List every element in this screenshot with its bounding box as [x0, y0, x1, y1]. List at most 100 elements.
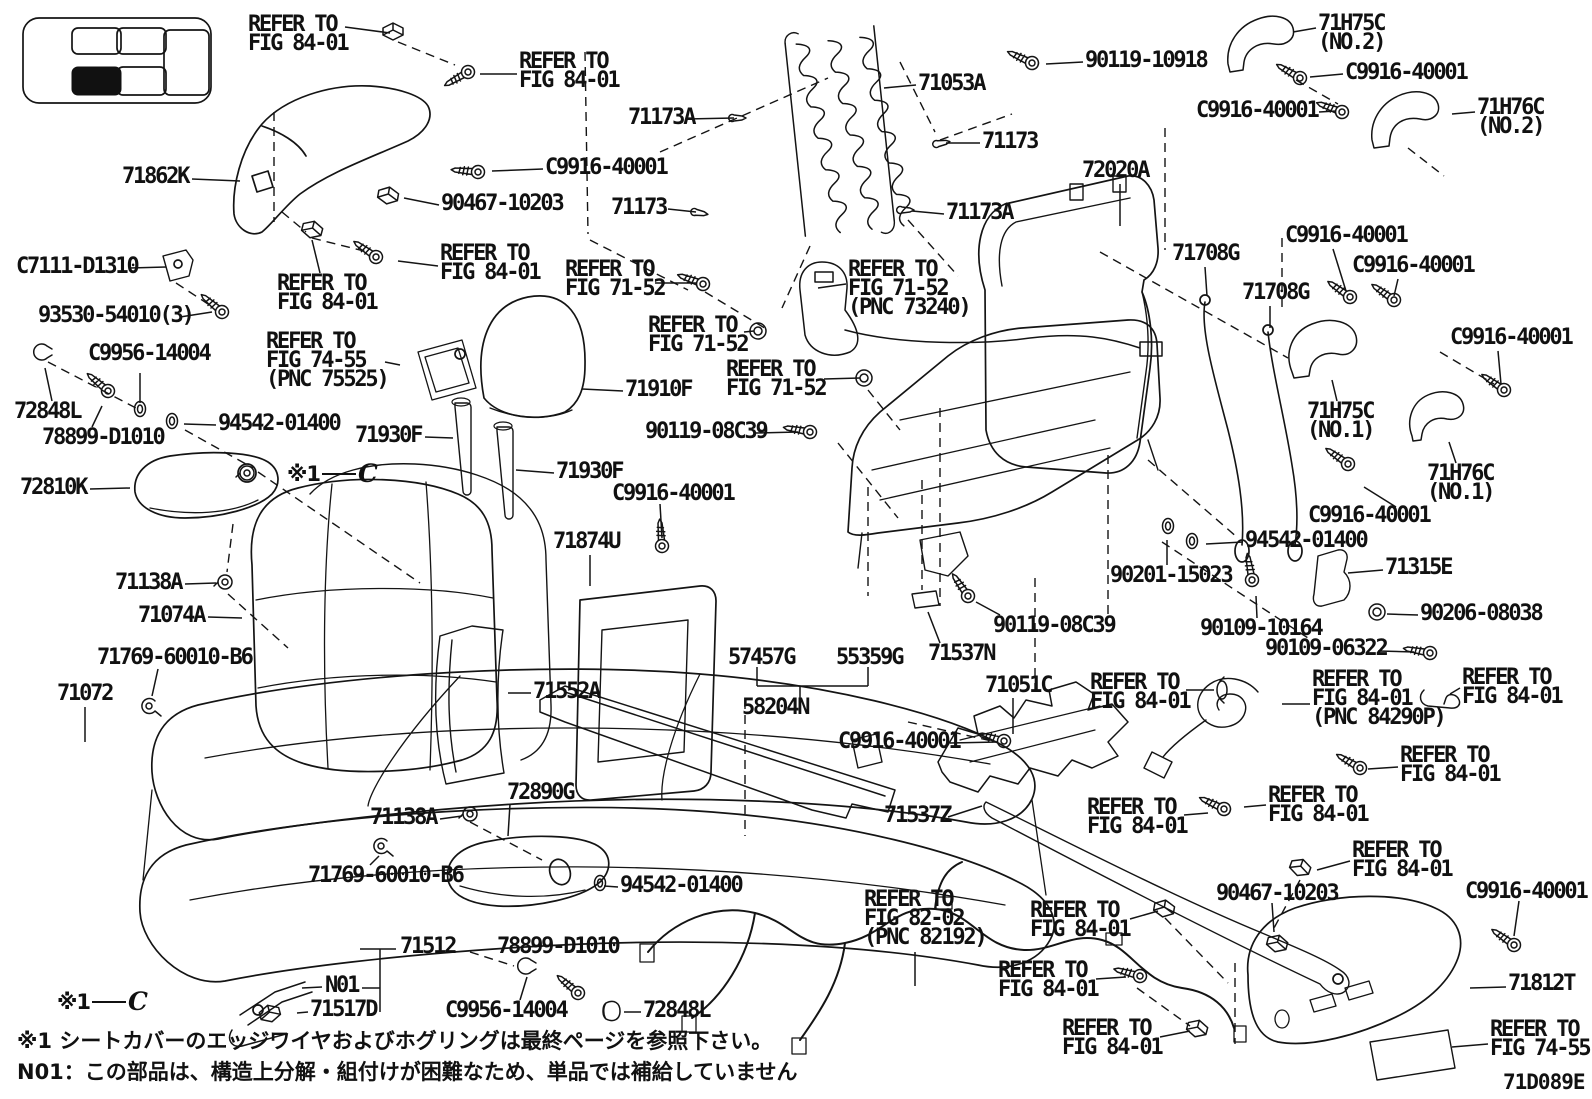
screw-icon	[86, 372, 116, 399]
part-label-71315E: 71315E	[1385, 555, 1453, 580]
screw-icon	[556, 974, 586, 1001]
armrest-hole	[548, 858, 572, 886]
nut-icon	[213, 574, 233, 590]
part-label-71769-60010-B6: 71769-60010-B6	[308, 863, 465, 888]
leader-line	[397, 260, 439, 267]
clip-icon	[1185, 1019, 1209, 1038]
part-label-90467-10203: 90467-10203	[441, 191, 565, 216]
leader-line	[151, 668, 159, 697]
headrest-seam	[489, 407, 573, 418]
spring-zigzag	[795, 43, 847, 234]
part-label-71708G: 71708G	[1172, 241, 1240, 266]
harness-connectors	[639, 896, 1247, 1055]
part-label-C7111-D1310: C7111-D1310	[16, 254, 140, 279]
part-label-72890G: 72890G	[507, 780, 575, 805]
screw-icon	[1481, 373, 1512, 398]
cable-end	[1262, 324, 1274, 336]
cushion-frame-rails	[871, 371, 1131, 501]
tag-hole	[454, 348, 466, 360]
assembly-dash-line	[311, 237, 369, 253]
screw-icon	[1006, 50, 1040, 71]
leader-line	[1129, 910, 1159, 920]
bracket-71H75C-no1	[1288, 319, 1358, 379]
slide-bracket-57457G	[539, 685, 896, 819]
washer-icon	[593, 874, 607, 892]
clip-icon	[382, 22, 404, 41]
part-label-90109-10164: 90109-10164	[1200, 616, 1324, 641]
part-label-90119-10918: 90119-10918	[1085, 48, 1209, 73]
part-label-71769-60010-B6: 71769-60010-B6	[97, 645, 254, 670]
assembly-dash-line	[281, 211, 307, 233]
refer-label-fig-84-01: REFER TO FIG 84-01	[440, 241, 542, 285]
part-label-90201-15023: 90201-15023	[1110, 563, 1234, 588]
assembly-dash-line	[1136, 987, 1191, 1027]
leader-line	[1513, 900, 1520, 937]
washer-icon	[165, 412, 179, 430]
seat-cushion-cover-71512	[139, 806, 1055, 983]
pin-icon	[727, 113, 747, 123]
part-label-71138A: 71138A	[370, 805, 438, 830]
leader-line	[191, 178, 241, 182]
part-label-90119-08C39: 90119-08C39	[645, 419, 769, 444]
part-label-C9916-40001: C9916-40001	[1308, 503, 1432, 528]
screw-icon	[1113, 967, 1148, 984]
bracket-71H76C-no2	[1371, 91, 1440, 149]
refer-label-fig-84-01: REFER TO FIG 84-01	[1400, 743, 1502, 787]
part-label-90206-08038: 90206-08038	[1420, 601, 1544, 626]
track-plate-detail	[959, 705, 1101, 763]
part-label-71173: 71173	[982, 129, 1039, 154]
leader-line	[1045, 61, 1084, 65]
assembly-dash-line	[1407, 147, 1445, 177]
screw-icon	[1198, 796, 1232, 817]
leader-line	[1497, 350, 1502, 385]
part-label-78899-D1010: 78899-D1010	[497, 934, 621, 959]
part-label-C9956-14004: C9956-14004	[445, 998, 569, 1023]
leader-line	[1347, 569, 1384, 574]
ring-icon	[855, 369, 873, 387]
leader-line	[1243, 804, 1267, 808]
cushion-seams	[204, 673, 991, 807]
ring-icon	[749, 322, 767, 340]
armrest-72890G	[446, 835, 610, 908]
part-label-57457G: 57457G	[728, 645, 796, 670]
screw-icon	[1491, 928, 1522, 953]
stay-caps	[451, 397, 513, 431]
assembly-dash-line	[175, 282, 209, 305]
cushion-frame	[847, 319, 1161, 536]
leader-line	[743, 330, 755, 333]
cring-icon	[516, 957, 537, 975]
part-label-71053A: 71053A	[918, 71, 986, 96]
bracket-71315E	[1312, 549, 1351, 607]
assembly-dash-line	[781, 245, 811, 309]
footnote-n01: N01：この部品は、構造上分解・組付けが困難なため、単品では補給していません	[17, 1060, 798, 1084]
part-label-93530-54010: 93530-54010(3)	[38, 303, 195, 328]
screw-icon	[1335, 753, 1368, 776]
part-label-58204N: 58204N	[742, 695, 810, 720]
latch-parts-N01	[228, 981, 313, 1048]
seatback-pad-seams	[255, 481, 497, 771]
pin-icon	[932, 139, 951, 149]
shield-switch-slots	[1274, 980, 1374, 1029]
marker-line	[322, 472, 357, 475]
assembly-dash-line	[899, 61, 936, 133]
cring-icon	[32, 343, 53, 361]
leader-line	[1183, 812, 1209, 816]
leader-line	[515, 469, 555, 474]
headrest-guide	[1069, 175, 1127, 201]
spring-frame	[784, 25, 896, 237]
part-label-71072: 71072	[57, 681, 114, 706]
leader-line	[927, 611, 941, 644]
wire-84290P	[1143, 677, 1259, 779]
car-inset-rear-seat	[163, 29, 210, 96]
screw-icon	[654, 518, 670, 554]
seat-spring-71053A	[784, 25, 911, 237]
cushion-frame-legs	[857, 439, 1159, 577]
seatback-pad-echo	[309, 463, 552, 761]
assembly-dash-line	[47, 361, 137, 409]
drawing-code: 71D089E	[1503, 1070, 1586, 1094]
car-inset-seat	[116, 66, 167, 96]
screw-icon	[353, 240, 384, 265]
leader-line	[949, 741, 999, 744]
